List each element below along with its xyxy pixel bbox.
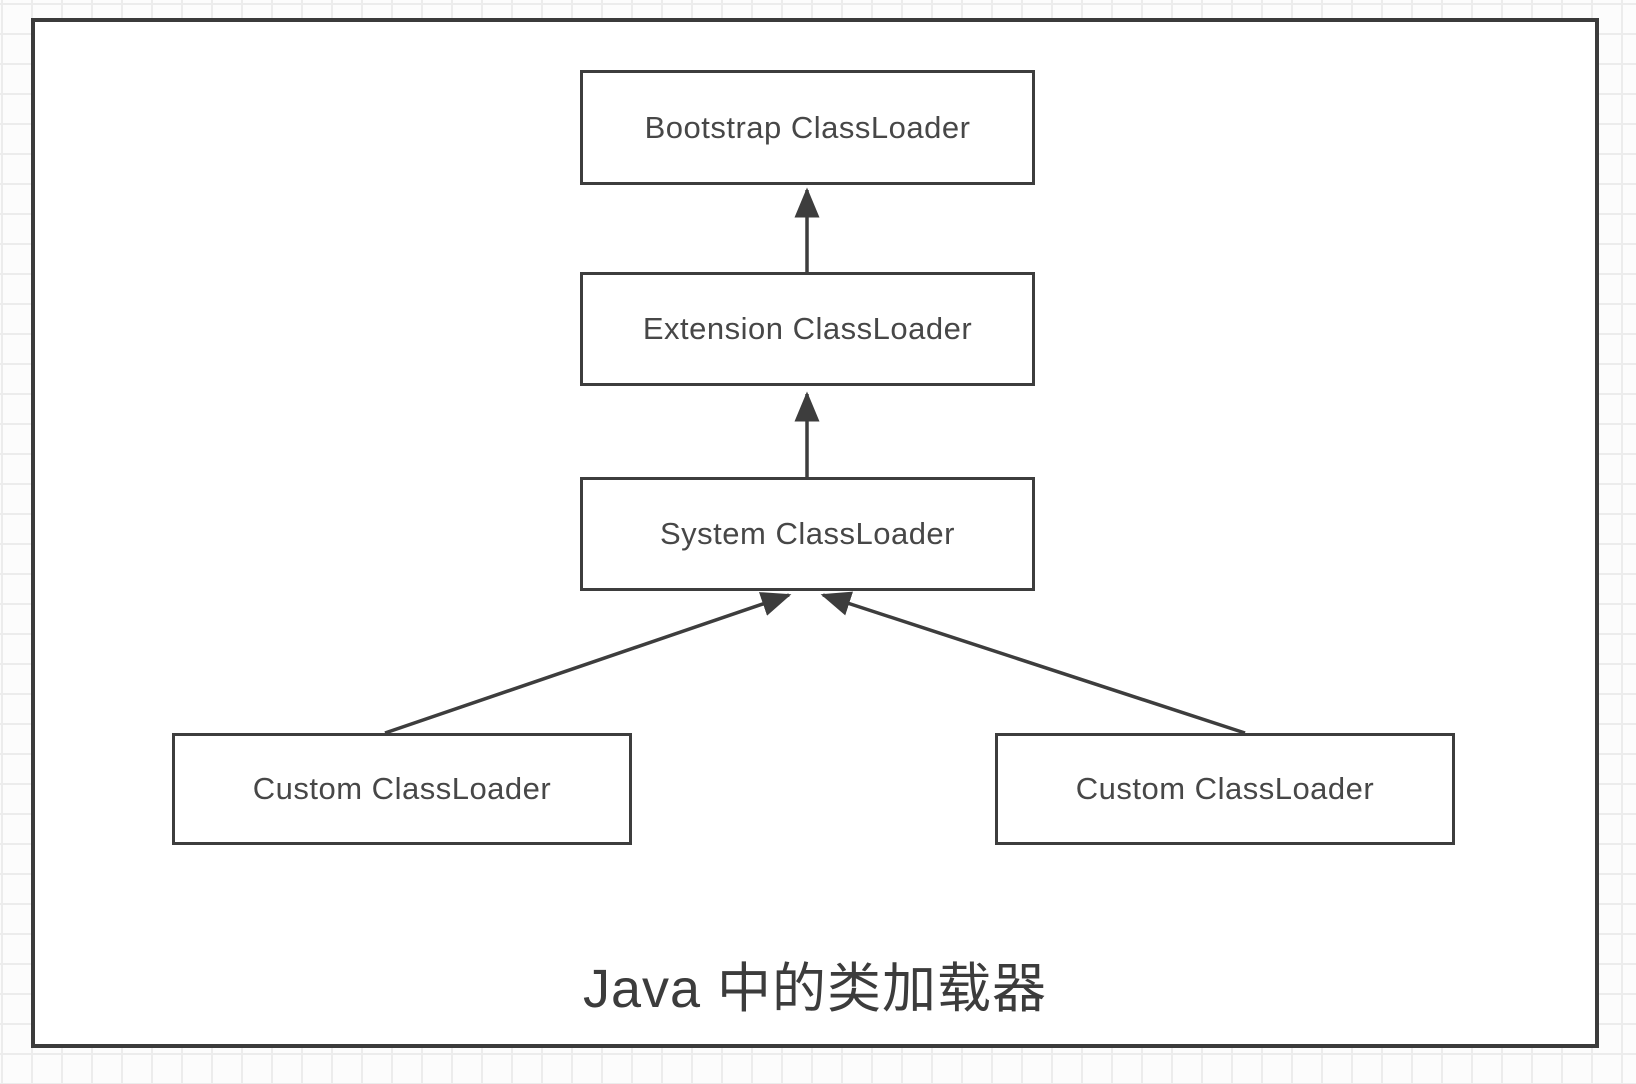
node-label: System ClassLoader: [659, 516, 955, 551]
node-label: Bootstrap ClassLoader: [644, 109, 971, 145]
node-label: Custom ClassLoader: [1075, 771, 1375, 806]
node-extension-classloader: Extension ClassLoader: [580, 272, 1035, 386]
node-system-classloader: System ClassLoader: [580, 477, 1035, 591]
node-label: Custom ClassLoader: [252, 771, 552, 806]
node-label: Extension ClassLoader: [642, 311, 973, 346]
diagram-title: Java 中的类加载器: [582, 959, 1048, 1019]
node-bootstrap-classloader: Bootstrap ClassLoader: [580, 70, 1035, 185]
node-custom-classloader-right: Custom ClassLoader: [995, 733, 1455, 845]
node-custom-classloader-left: Custom ClassLoader: [172, 733, 632, 845]
